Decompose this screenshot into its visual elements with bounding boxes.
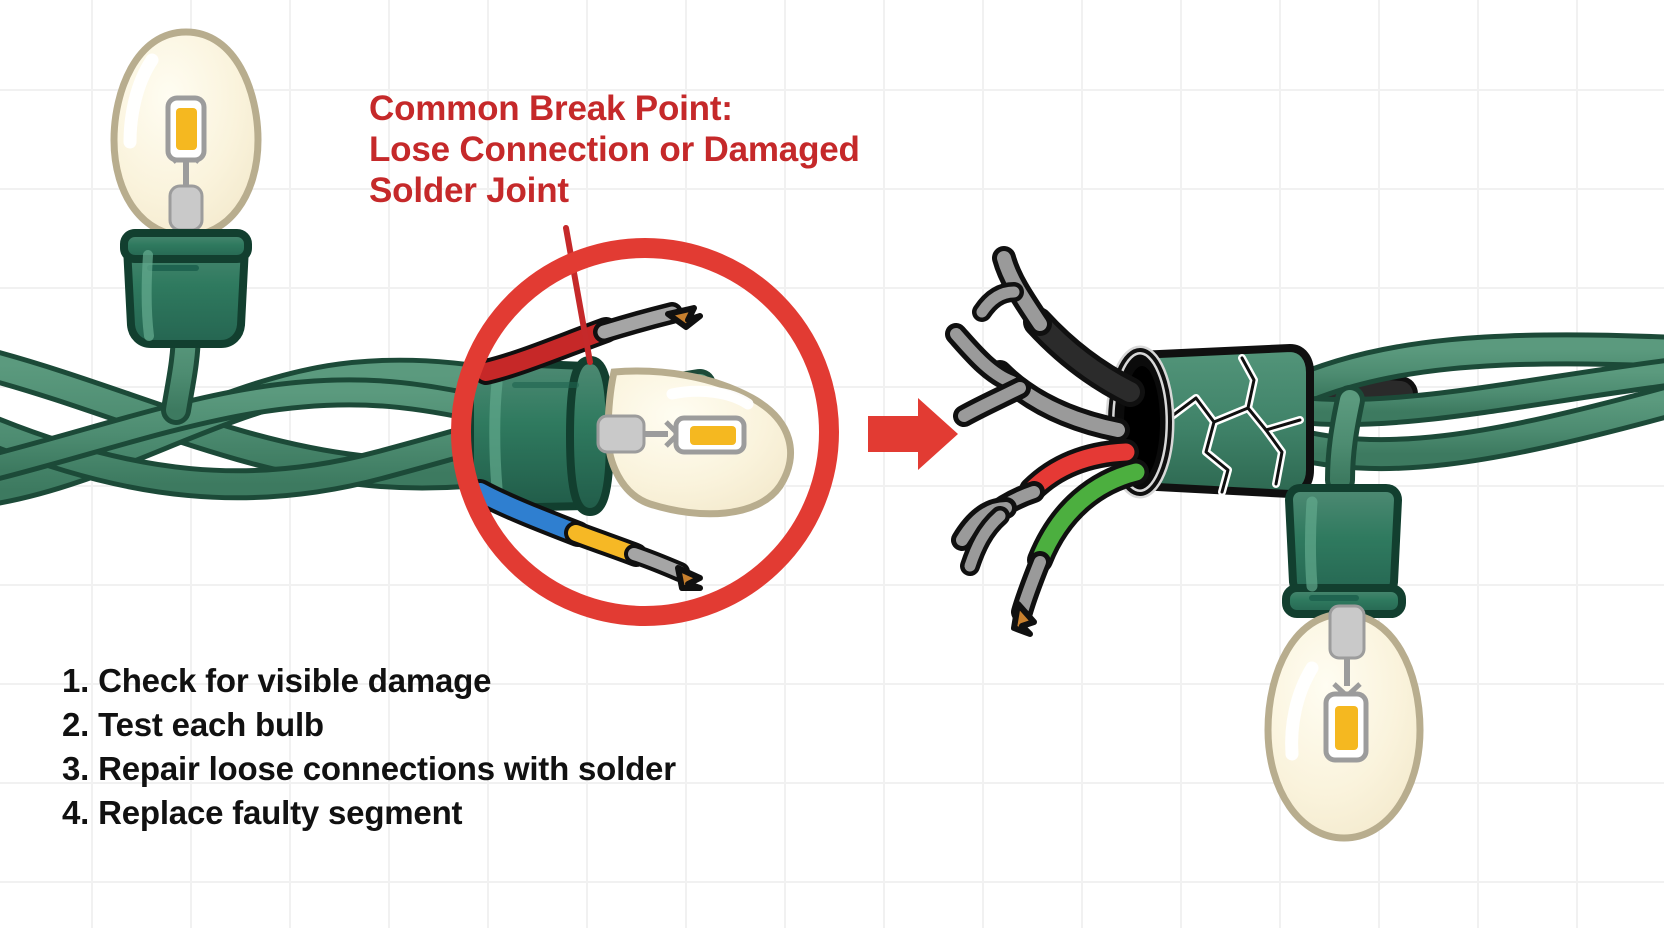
hanging-bulb-left: [110, 28, 262, 425]
callout-heading: Common Break Point: Lose Connection or D…: [369, 89, 860, 210]
hanging-bulb-right: [1264, 385, 1424, 842]
magnified-break-point: [466, 302, 795, 591]
list-item: 3. Repair loose connections with solder: [62, 750, 676, 787]
right-arrow-icon: [868, 398, 958, 470]
magnifier-circle: [451, 238, 839, 626]
list-item: 4. Replace faulty segment: [62, 794, 463, 831]
callout-leader-line: [563, 225, 593, 365]
list-item: 1. Check for visible damage: [62, 662, 492, 699]
repair-steps-list: 1. Check for visible damage 2. Test each…: [62, 659, 676, 835]
list-item: 2. Test each bulb: [62, 706, 324, 743]
